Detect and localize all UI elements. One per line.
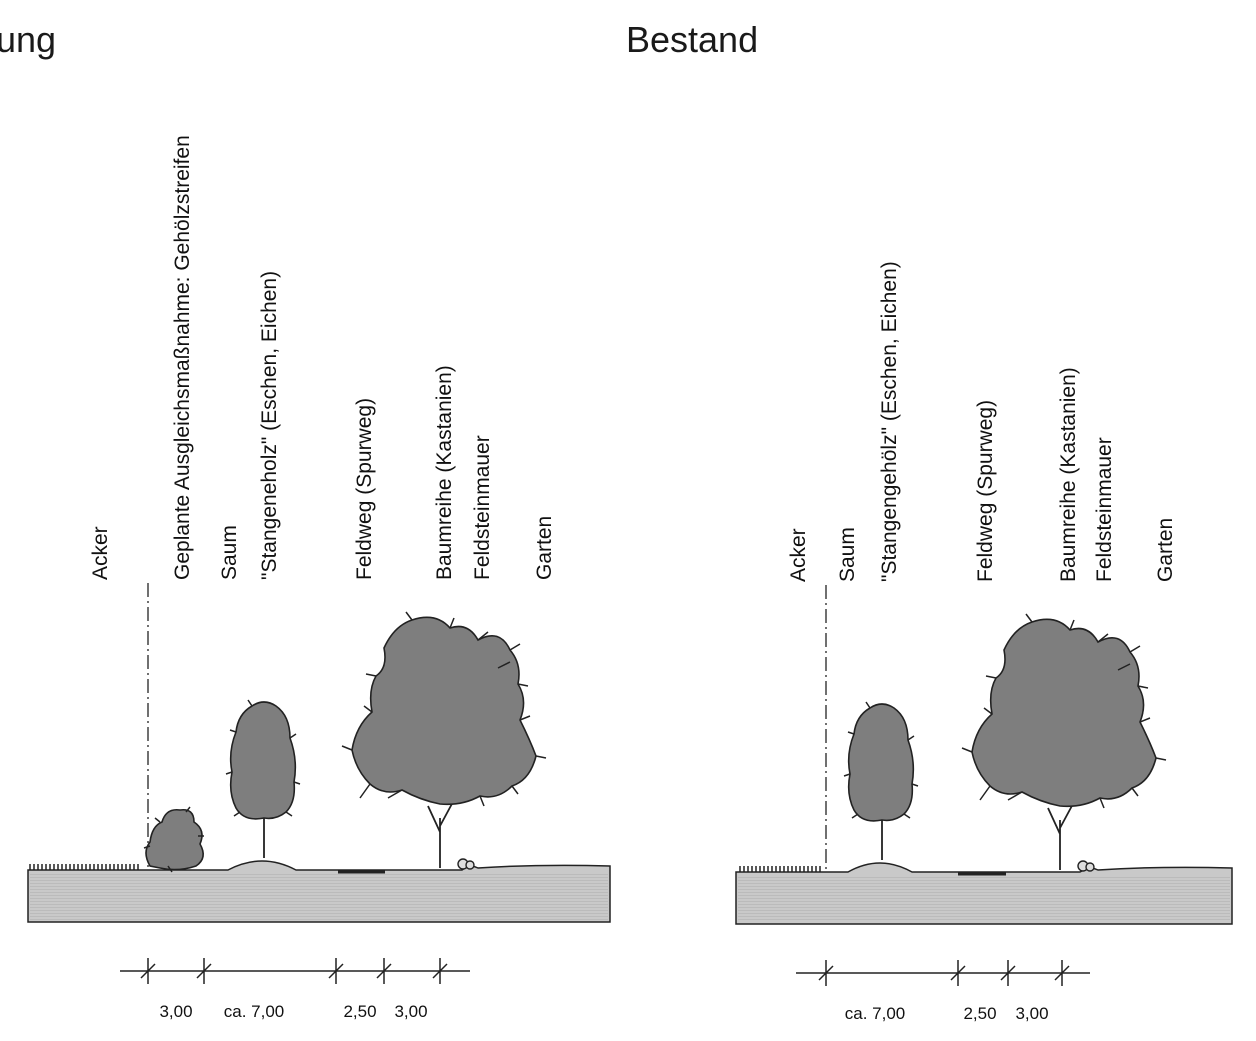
- right-ground: [735, 860, 1233, 925]
- label-feldweg: Feldweg (Spurweg): [353, 398, 376, 580]
- dimension-label: 3,00: [159, 1002, 192, 1021]
- label-saum: Saum: [218, 525, 241, 580]
- label-stangenholz: "Stangeneholz" (Eschen, Eichen): [258, 271, 281, 580]
- left-panel: ung Acker Geplante Ausgleichsmaßnahme: G…: [0, 19, 611, 1021]
- left-chestnut-tree-icon: [341, 611, 547, 868]
- left-dimension-chain: 3,00 ca. 7,00 2,50 3,00: [120, 958, 470, 1021]
- dimension-label: 3,00: [394, 1002, 427, 1021]
- dimension-label: 2,50: [963, 1004, 996, 1023]
- right-labels: Acker Saum "Stangengehölz" (Eschen, Eich…: [787, 261, 1177, 582]
- label-baumreihe: Baumreihe (Kastanien): [1057, 367, 1080, 582]
- label-feldsteinmauer: Feldsteinmauer: [1093, 437, 1116, 582]
- left-labels: Acker Geplante Ausgleichsmaßnahme: Gehöl…: [89, 135, 556, 580]
- label-acker: Acker: [89, 526, 112, 580]
- label-garten: Garten: [533, 516, 556, 580]
- right-panel-title: Bestand: [626, 19, 758, 60]
- left-ground: [27, 858, 611, 923]
- label-feldweg: Feldweg (Spurweg): [974, 400, 997, 582]
- right-pole-tree-icon: [843, 701, 919, 860]
- left-panel-title: ung: [0, 19, 56, 60]
- left-shrub-icon: [143, 806, 204, 873]
- label-saum: Saum: [836, 527, 859, 582]
- dimension-label: ca. 7,00: [224, 1002, 285, 1021]
- label-stangengehoelz: "Stangengehölz" (Eschen, Eichen): [878, 261, 901, 582]
- right-panel: Bestand Acker Saum "Stangengehölz" (Esch…: [626, 19, 1233, 1023]
- dimension-label: 3,00: [1015, 1004, 1048, 1023]
- dimension-label: ca. 7,00: [845, 1004, 906, 1023]
- right-chestnut-tree-icon: [961, 613, 1167, 870]
- dimension-label: 2,50: [343, 1002, 376, 1021]
- right-dimension-chain: ca. 7,00 2,50 3,00: [796, 960, 1090, 1023]
- label-acker: Acker: [787, 528, 810, 582]
- label-feldsteinmauer: Feldsteinmauer: [471, 435, 494, 580]
- label-ausgleichsmassnahme: Geplante Ausgleichsmaßnahme: Gehölzstrei…: [171, 135, 194, 580]
- label-garten: Garten: [1154, 518, 1177, 582]
- label-baumreihe: Baumreihe (Kastanien): [433, 365, 456, 580]
- left-pole-tree-icon: [225, 699, 301, 858]
